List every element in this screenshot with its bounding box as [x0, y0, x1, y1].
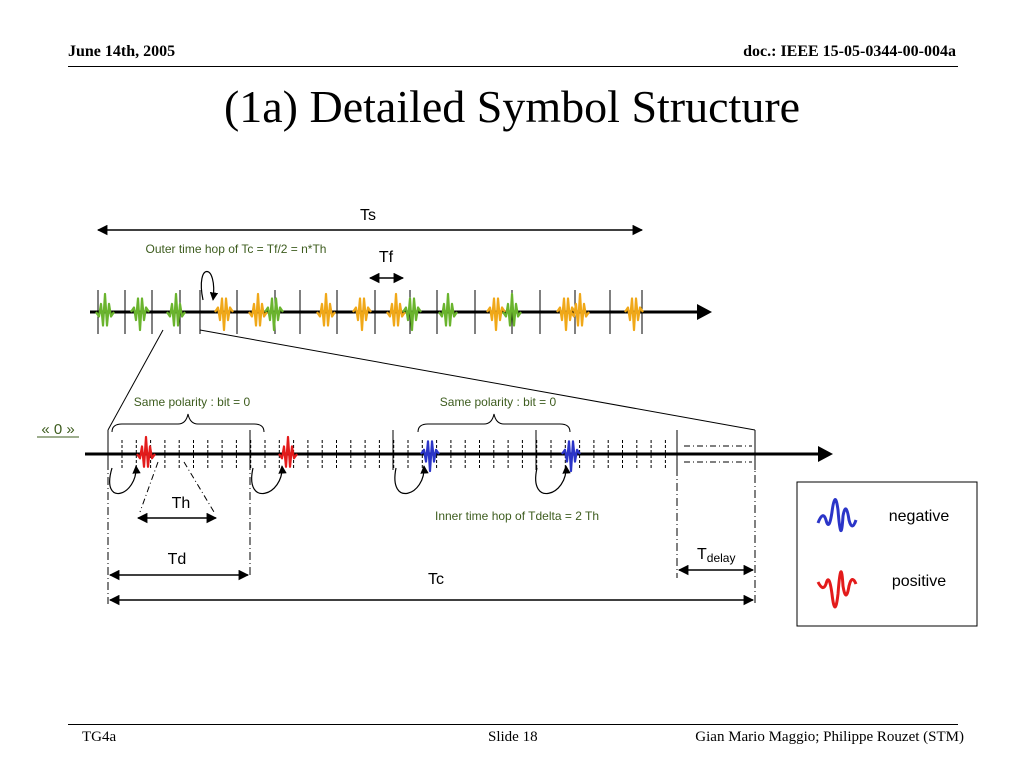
- zoom-line-right: [199, 329, 756, 431]
- th-label: Th: [172, 495, 191, 512]
- inner-hop-curve-3: [394, 465, 429, 495]
- top-pulse-orange: [556, 297, 576, 332]
- top-pulse-green: [264, 297, 284, 332]
- top-pulse-orange: [214, 297, 234, 332]
- top-pulse-orange: [352, 297, 372, 332]
- tdelay-main: T: [697, 546, 707, 563]
- tdelay-label: Tdelay: [697, 546, 735, 565]
- td-label: Td: [168, 551, 187, 568]
- top-pulse-green: [438, 292, 458, 327]
- top-pulse-green: [502, 292, 522, 327]
- outer-hop-curve: [200, 271, 219, 301]
- negative-pulse-icon: [816, 498, 858, 532]
- top-pulse-train: [95, 292, 644, 332]
- zoom-line-left: [107, 329, 164, 431]
- same-polarity-right-brace: [417, 413, 571, 433]
- legend-negative-label: negative: [889, 508, 950, 525]
- header-doc-id: doc.: IEEE 15-05-0344-00-004a: [743, 43, 956, 60]
- legend-box: [796, 481, 978, 627]
- header-date: June 14th, 2005: [68, 43, 176, 60]
- bottom-axis-arrowhead: [818, 446, 833, 462]
- bottom-pulse-train: [136, 435, 581, 473]
- negative-pulse: [420, 440, 440, 473]
- top-pulse-orange: [486, 297, 506, 332]
- outer-hop-label: Outer time hop of Tc = Tf/2 = n*Th: [146, 242, 327, 256]
- top-pulse-green: [166, 292, 186, 327]
- top-pulse-orange: [386, 292, 406, 327]
- top-pulse-orange: [624, 297, 644, 332]
- top-pulse-green: [130, 297, 150, 332]
- bit-zero-label: « 0 »: [41, 421, 74, 438]
- inner-hop-curve-4: [535, 465, 571, 495]
- tc-label: Tc: [428, 571, 444, 588]
- ts-label: Ts: [360, 207, 376, 224]
- inner-hop-label: Inner time hop of Tdelta = 2 Th: [435, 509, 599, 523]
- tf-label: Tf: [379, 249, 394, 266]
- positive-pulse: [136, 435, 156, 468]
- inner-hop-curve-1: [109, 465, 141, 495]
- tdelay-subscript: delay: [707, 551, 736, 565]
- top-pulse-green: [95, 292, 115, 327]
- top-pulse-orange: [316, 292, 336, 327]
- th-guide-right: [183, 461, 215, 513]
- top-pulse-green: [402, 297, 422, 332]
- inner-hop-curve-2: [251, 465, 287, 495]
- same-polarity-left-brace: [111, 413, 265, 433]
- same-polarity-right-label: Same polarity : bit = 0: [440, 395, 557, 409]
- top-pulse-orange: [248, 292, 268, 327]
- footer-authors: Gian Mario Maggio; Philippe Rouzet (STM): [695, 729, 964, 745]
- top-pulse-orange: [570, 292, 590, 327]
- top-axis-arrowhead: [697, 304, 712, 320]
- legend-positive-label: positive: [892, 573, 946, 590]
- negative-pulse: [561, 440, 581, 473]
- slide-number: Slide 18: [488, 729, 538, 745]
- footer-group: TG4a: [82, 729, 117, 745]
- positive-pulse: [278, 435, 298, 468]
- positive-pulse-icon: [816, 570, 858, 609]
- header-rule: [68, 66, 958, 67]
- th-guide-left: [139, 461, 159, 513]
- footer-rule: [68, 724, 958, 725]
- slide-title: (1a) Detailed Symbol Structure: [223, 81, 801, 132]
- same-polarity-left-label: Same polarity : bit = 0: [134, 395, 251, 409]
